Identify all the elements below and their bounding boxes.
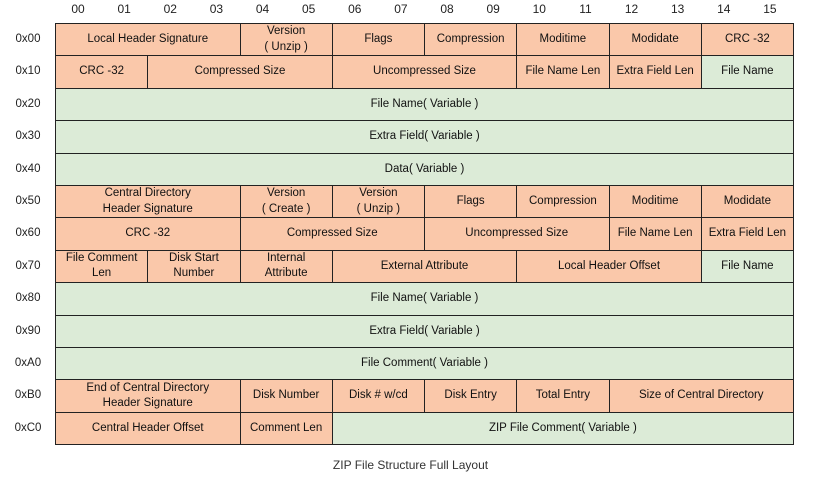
- row-offset-label: 0x80: [15, 292, 41, 305]
- field-cell: File Name Len: [516, 55, 610, 89]
- field-cell: Total Entry: [516, 379, 610, 413]
- field-cell: File Comment( Variable ): [55, 347, 794, 381]
- field-cell: File Name Len: [608, 217, 702, 251]
- row-offset-label: 0x00: [15, 33, 41, 45]
- row-offset-label: 0x50: [15, 195, 41, 207]
- column-header: 14: [717, 2, 731, 16]
- field-cell: Data( Variable ): [55, 152, 794, 186]
- column-header: 03: [209, 2, 224, 16]
- field-cell: ZIP File Comment( Variable ): [331, 411, 794, 446]
- field-cell: Uncompressed Size: [424, 217, 610, 251]
- row-offset-label: 0x30: [15, 130, 41, 143]
- field-cell: Local Header Offset: [516, 249, 702, 284]
- field-cell: Internal Attribute: [239, 249, 333, 284]
- field-cell: Local Header Signature: [55, 23, 241, 57]
- field-cell: Disk Start Number: [147, 249, 241, 284]
- field-cell: Version ( Unzip ): [331, 185, 425, 219]
- field-cell: Comment Len: [239, 411, 333, 446]
- column-header: 05: [302, 2, 316, 16]
- field-cell: Extra Field Len: [700, 217, 794, 251]
- field-cell: CRC -32: [55, 217, 241, 251]
- row-offset-label: 0x10: [15, 65, 41, 78]
- field-cell: End of Central Directory Header Signatur…: [55, 379, 241, 413]
- field-cell: Modidate: [608, 23, 702, 57]
- field-cell: Compressed Size: [239, 217, 425, 251]
- row-offset-label: 0x40: [15, 162, 41, 175]
- field-cell: Size of Central Directory: [608, 379, 794, 413]
- field-cell: Version ( Unzip ): [239, 23, 333, 57]
- row-offset-label: 0xA0: [14, 357, 42, 369]
- field-cell: Compression: [424, 23, 518, 57]
- field-cell: File Name( Variable ): [55, 87, 794, 122]
- field-cell: Extra Field( Variable ): [55, 120, 794, 154]
- field-cell: File Name: [700, 55, 794, 89]
- field-cell: Extra Field Len: [608, 55, 702, 89]
- column-header: 11: [579, 2, 592, 16]
- field-cell: Flags: [424, 185, 518, 219]
- row-offset-label: 0x70: [15, 259, 41, 272]
- column-header: 12: [624, 2, 639, 16]
- column-header: 09: [486, 2, 500, 16]
- column-header: 02: [163, 2, 177, 16]
- row-offset-label: 0xC0: [14, 421, 42, 434]
- field-cell: File Name( Variable ): [55, 282, 794, 316]
- field-cell: Central Header Offset: [55, 411, 241, 446]
- field-cell: External Attribute: [331, 249, 518, 284]
- field-cell: CRC -32: [55, 55, 149, 89]
- field-cell: Disk Number: [239, 379, 333, 413]
- column-header: 04: [255, 2, 270, 16]
- column-header: 15: [763, 2, 777, 16]
- column-header: 13: [671, 2, 685, 16]
- row-offset-label: 0x60: [15, 227, 41, 240]
- field-cell: Central Directory Header Signature: [55, 185, 241, 219]
- row-offset-label: 0x90: [15, 324, 41, 337]
- diagram-caption: ZIP File Structure Full Layout: [332, 458, 489, 472]
- field-cell: CRC -32: [700, 23, 794, 57]
- field-cell: Disk Entry: [424, 379, 518, 413]
- field-cell: Extra Field( Variable ): [55, 314, 794, 348]
- field-cell: Modidate: [700, 185, 794, 219]
- column-header: 00: [71, 2, 85, 16]
- field-cell: Moditime: [516, 23, 610, 57]
- column-header: 07: [394, 2, 408, 16]
- column-header: 08: [440, 2, 454, 16]
- field-cell: File Comment Len: [55, 249, 149, 284]
- field-cell: Uncompressed Size: [331, 55, 518, 89]
- field-cell: File Name: [700, 249, 794, 284]
- field-cell: Compression: [516, 185, 610, 219]
- column-header: 10: [532, 2, 546, 16]
- row-offset-label: 0xB0: [14, 389, 42, 402]
- field-cell: Compressed Size: [147, 55, 333, 89]
- field-cell: Version ( Create ): [239, 185, 333, 219]
- field-cell: Moditime: [608, 185, 702, 219]
- field-cell: Disk # w/cd: [331, 379, 425, 413]
- column-header: 01: [117, 2, 131, 16]
- column-header: 06: [348, 2, 362, 16]
- row-offset-label: 0x20: [15, 97, 41, 110]
- field-cell: Flags: [331, 23, 425, 57]
